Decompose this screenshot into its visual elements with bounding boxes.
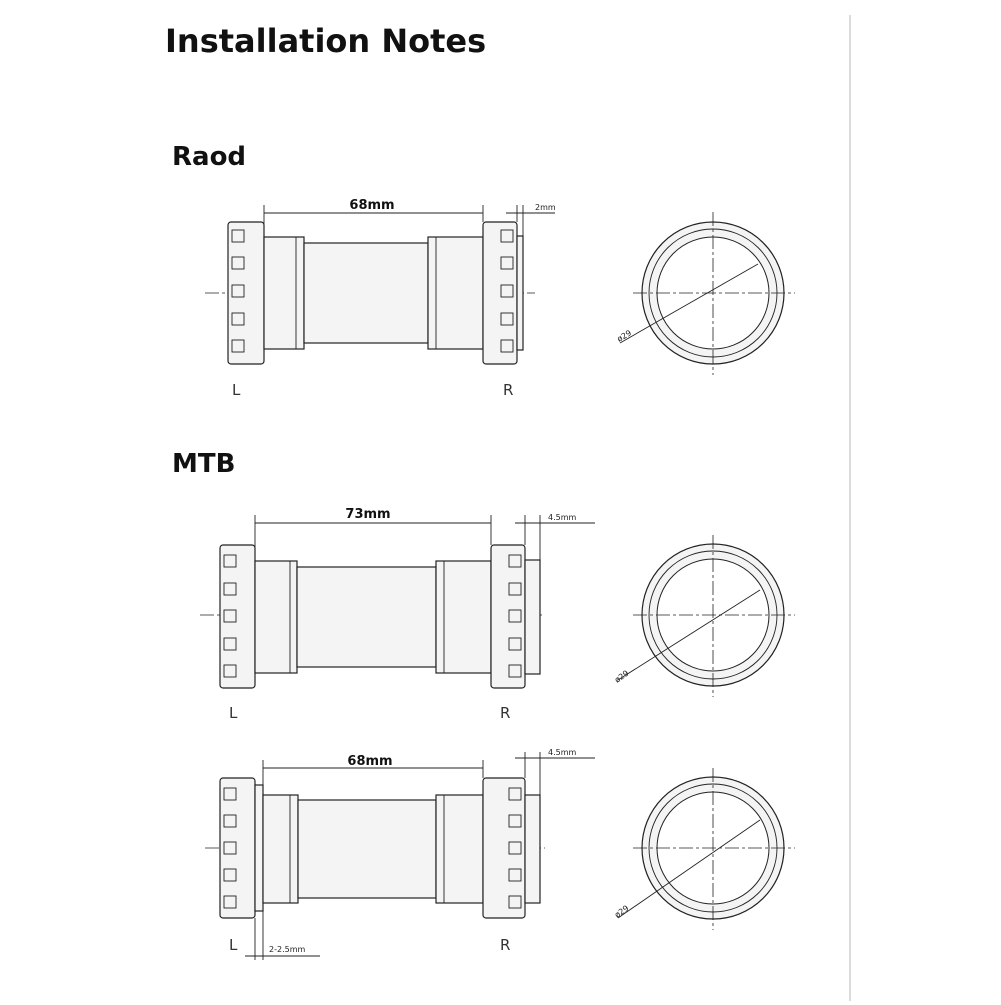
section-road-heading: Raod [172, 142, 246, 172]
mtb-73-diameter-label: ø29 [613, 669, 631, 685]
road-right-label: R [503, 381, 513, 399]
mtb-73-left-label: L [229, 704, 238, 722]
road-left-label: L [232, 381, 241, 399]
mtb-68-right-label: R [500, 936, 510, 954]
mtb-68-end-view: ø29 [613, 768, 795, 930]
mtb-73-length-dimension: 73mm [345, 507, 390, 522]
mtb-68-extra-spacer-dimension: 2-2.5mm [269, 945, 305, 954]
mtb-68-bottom-bracket-diagram: 68mm 4.5mm 2-2.5mm L R ø29 [205, 748, 795, 960]
road-diameter-label: ø29 [616, 328, 634, 343]
mtb-68-length-dimension: 68mm [347, 754, 392, 769]
mtb-73-end-view: ø29 [613, 535, 795, 697]
road-spacer-dimension: 2mm [535, 203, 556, 212]
mtb-73-side-view: 73mm 4.5mm L R [200, 507, 595, 722]
section-mtb-heading: MTB [172, 449, 235, 479]
road-end-view: ø29 [616, 212, 795, 375]
mtb-68-left-label: L [229, 936, 238, 954]
mtb-68-diameter-label: ø29 [613, 904, 631, 920]
page-title: Installation Notes [165, 22, 486, 60]
road-bottom-bracket-diagram: 68mm 2mm L R ø29 [205, 198, 795, 399]
mtb-73-spacer-dimension: 4.5mm [548, 513, 577, 522]
mtb-68-spacer-dimension: 4.5mm [548, 748, 577, 757]
road-side-view: 68mm 2mm L R [205, 198, 556, 399]
road-length-dimension: 68mm [349, 198, 394, 213]
mtb-73-bottom-bracket-diagram: 73mm 4.5mm L R ø29 [200, 507, 795, 722]
mtb-68-side-view: 68mm 4.5mm 2-2.5mm L R [205, 748, 595, 960]
mtb-73-right-label: R [500, 704, 510, 722]
